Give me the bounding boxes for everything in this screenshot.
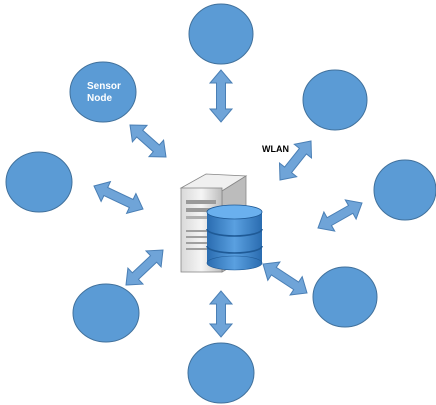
sensor-node-top-right — [302, 69, 368, 131]
wlan-label: WLAN — [262, 144, 289, 154]
sensor-nodes — [5, 3, 436, 404]
sensor-node-left — [5, 151, 73, 213]
arrow-top-right — [278, 140, 313, 181]
arrow-bottom — [208, 290, 234, 338]
arrow-top-left — [129, 124, 167, 158]
sensor-node-label-line2: Node — [87, 93, 112, 104]
sensor-node-top-left — [69, 61, 137, 123]
arrow-bottom-right — [262, 261, 308, 296]
sensor-node-label-line1: Sensor — [87, 81, 121, 92]
sensor-node-bottom — [187, 342, 255, 404]
link-arrows — [93, 69, 363, 338]
sensor-node-bottom-left — [72, 283, 140, 343]
sensor-node-right — [373, 159, 436, 221]
arrow-bottom-left — [125, 249, 164, 286]
arrow-top — [208, 69, 234, 123]
sensor-node-bottom-right — [312, 266, 378, 328]
arrow-left — [93, 180, 144, 215]
arrow-right — [317, 199, 363, 232]
sensor-node-top — [188, 3, 254, 65]
database-server-icon — [179, 173, 263, 273]
